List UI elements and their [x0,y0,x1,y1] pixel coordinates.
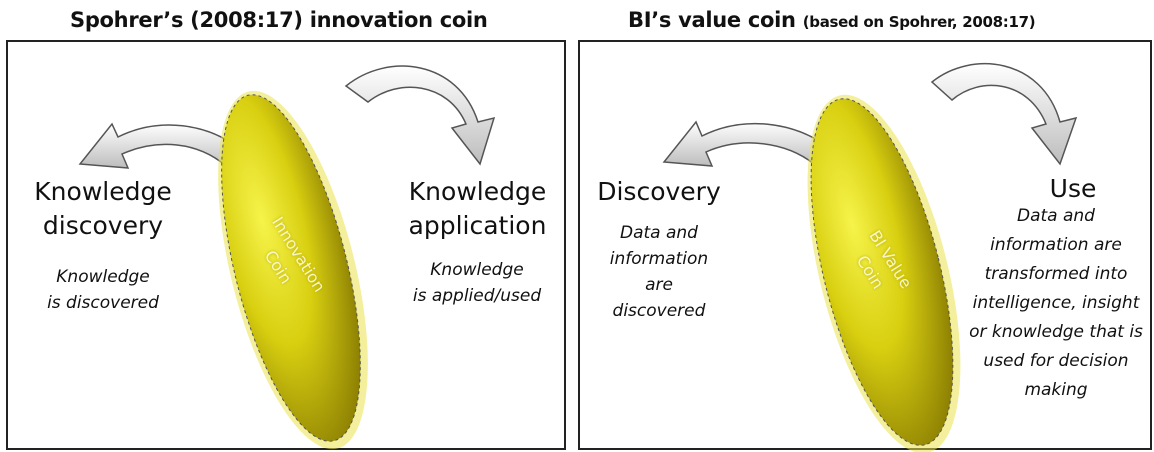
left-arrow-icon [662,120,834,167]
text-line: Data and [1017,206,1095,226]
right-arrow-icon [930,62,1078,166]
text-line: intelligence, insight [972,293,1140,313]
right-panel-title: BI’s value coin (based on Spohrer, 2008:… [628,8,1036,32]
right-panel: BI Value Coin Discovery Data and informa… [578,40,1152,452]
heading-line: discovery [42,211,164,240]
text-line: is discovered [47,293,159,313]
text-line: transformed into [984,264,1128,284]
text-line: making [1024,380,1088,400]
coin-icon [221,94,361,442]
heading-line: Knowledge [408,177,547,206]
text-line: used for decision [983,351,1129,371]
discovery-text: Data and information are discovered [594,220,724,324]
heading-line: application [408,211,547,240]
coin-icon [810,98,954,446]
right-panel-title-sub: (based on Spohrer, 2008:17) [802,13,1036,31]
knowledge-application-heading: Knowledge application [390,175,565,243]
innovation-coin-graphic [78,65,496,450]
heading-line: Knowledge [34,177,172,206]
discovery-heading: Discovery [597,177,721,206]
text-line: information [609,249,709,269]
text-line: are [645,275,673,295]
use-heading: Use [1049,174,1097,203]
right-panel-title-main: BI’s value coin [628,8,796,32]
left-panel: Innovation Coin Knowledge discovery Know… [6,40,566,450]
knowledge-application-text: Knowledge is applied/used [396,257,558,309]
knowledge-discovery-text: Knowledge is discovered [28,264,178,316]
text-line: Knowledge [430,260,524,280]
left-panel-title: Spohrer’s (2008:17) innovation coin [70,8,488,32]
bi-value-coin-graphic [662,62,1078,452]
left-arrow-icon [78,122,246,169]
knowledge-discovery-heading: Knowledge discovery [8,175,198,243]
text-line: is applied/used [412,286,542,306]
right-arrow-icon [344,65,496,166]
use-text: Data and information are transformed int… [962,202,1150,405]
text-line: information are [990,235,1122,255]
text-line: Data and [620,223,698,243]
text-line: or knowledge that is [969,322,1143,342]
text-line: discovered [612,301,706,321]
text-line: Knowledge [56,267,150,287]
